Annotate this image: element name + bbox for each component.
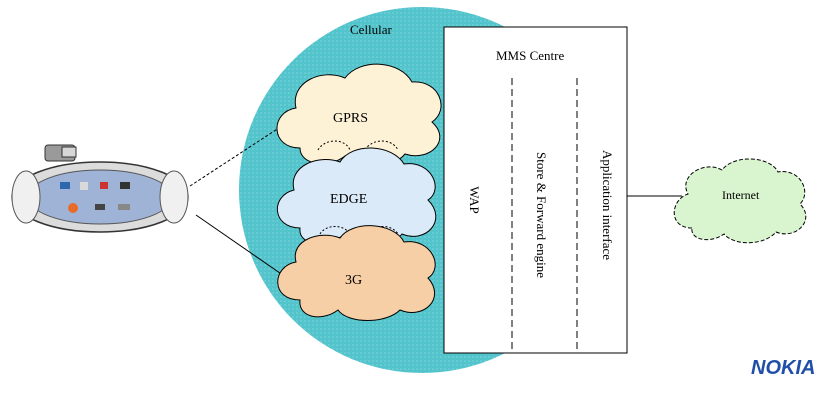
mms-centre-box [443,26,628,354]
internet-cloud: Internet [673,158,807,244]
application-interface-label: Application interface [600,150,615,260]
phone-device [11,144,189,233]
3g-cloud: 3G [277,225,436,321]
phone-3g-link [195,214,291,281]
phone-gprs-link [189,121,289,187]
internet-label: Internet [722,188,760,202]
3g-label: 3G [345,273,362,288]
cellular-label: Cellular [350,22,393,37]
mms-centre-title: MMS Centre [496,48,564,63]
gprs-label: GPRS [333,111,368,126]
store-forward-label: Store & Forward engine [534,152,549,278]
nokia-logo: NOKIA [751,357,815,379]
edge-label: EDGE [330,192,367,207]
wap-label: WAP [467,186,482,213]
gprs-cloud: GPRS [276,63,442,167]
